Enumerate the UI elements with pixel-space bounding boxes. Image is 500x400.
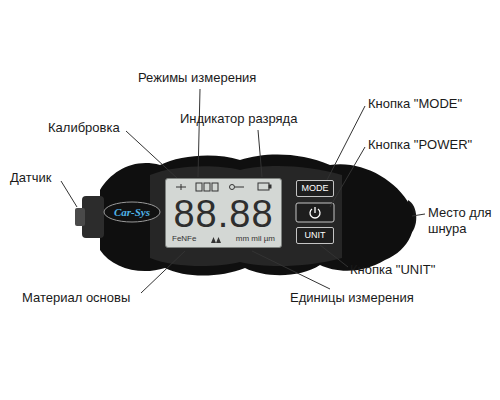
power-button [296,203,334,222]
leader-line [126,131,178,179]
callout-label: Материал основы [22,290,130,306]
leader-line [61,181,77,207]
unit-indicator: mm mil µm [236,234,275,244]
leader-line [327,106,365,180]
power-icon [314,207,315,213]
face-panel [150,166,342,266]
callout-label: Режимы измерения [138,70,256,86]
lcd-bottom-row: FeNFe mm mil µm [172,234,275,244]
button-label: MODE [302,183,329,193]
leader-line [141,251,185,293]
leader-line [412,214,425,216]
callout-label: Единицы измерения [290,290,414,306]
sensor-housing [82,196,104,238]
leader-line [252,251,330,289]
button-label: UNIT [305,230,326,240]
leader-line [320,245,348,267]
logo-oval [104,202,160,222]
device-button: UNIT [296,227,334,244]
lcd-icons [166,179,306,195]
arrows-icon [210,235,222,244]
material-indicator: FeNFe [172,234,196,244]
leader-line [330,147,365,207]
device-body [100,155,414,276]
callout-label: Калибровка [48,120,120,136]
callout-label: Кнопка "UNIT" [350,262,435,278]
leader-line [198,89,200,177]
lcd-screen: 88.88FeNFe mm mil µm [165,178,282,248]
callout-label: Кнопка "MODE" [368,96,462,112]
lcd-digits: 88.88 [172,194,275,234]
callout-label: Индикатор разряда [180,111,297,127]
callout-label: Датчик [10,170,51,186]
callout-label: Место для шнура [428,205,494,237]
leader-line [258,130,262,177]
brand-logo: Car-Sys [114,204,150,220]
callout-label: Кнопка "POWER" [368,137,472,153]
sensor-tip [75,208,85,226]
device-button: MODE [296,180,334,197]
